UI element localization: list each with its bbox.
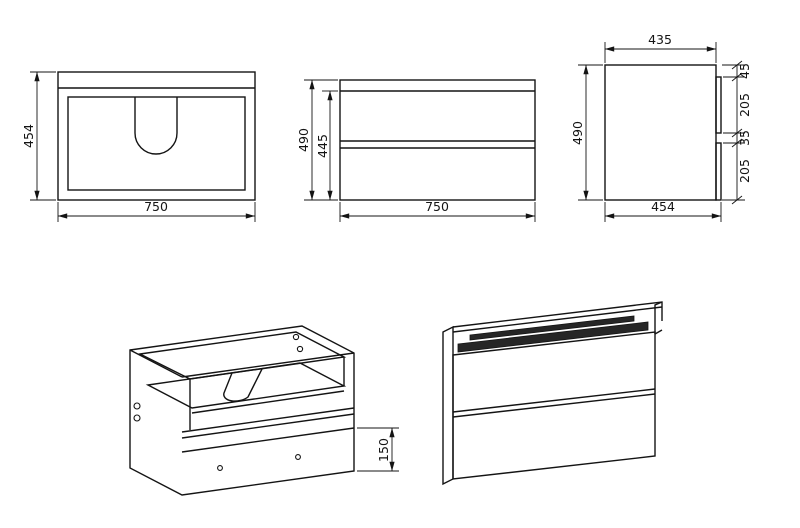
top-opening-shadow-inner	[469, 315, 635, 341]
drawer-front-edge-bottom	[715, 142, 722, 201]
dim-top-view-width: 750	[144, 199, 168, 214]
cam-hole	[292, 333, 300, 341]
iso-open-silhouette	[129, 325, 355, 496]
top-view: 454 750	[21, 71, 256, 222]
left-side-panel	[442, 325, 454, 486]
dim-side-view-height: 490	[570, 121, 585, 145]
side-view: 435 490 45 205 35 205 454	[570, 32, 752, 222]
isometric-open-view: 150	[129, 325, 399, 496]
screw-hole	[217, 465, 223, 471]
dim-front-view-height: 490	[296, 128, 311, 152]
dim-iso-drawer-height: 150	[376, 438, 391, 462]
cam-hole	[133, 414, 141, 422]
screw-hole	[295, 454, 301, 460]
dim-side-seg-1: 45	[737, 63, 752, 79]
basin-opening	[67, 96, 246, 191]
top-opening-shadow	[457, 321, 649, 353]
back-panel-top	[452, 301, 663, 328]
side-view-outline	[604, 64, 717, 201]
front-view-outline	[339, 79, 536, 201]
drawer-divider	[452, 388, 656, 413]
sink-cutout-iso	[223, 368, 263, 402]
drawer-front-edge-top	[715, 76, 722, 134]
dim-side-seg-4: 205	[737, 159, 752, 183]
cam-hole	[296, 345, 304, 353]
dim-front-view-inner-height: 445	[315, 134, 330, 158]
right-side-panel-top	[654, 301, 663, 334]
dim-side-view-bottom-depth: 454	[651, 199, 675, 214]
drawer-front-top-edge	[181, 427, 355, 453]
front-view: 490 445 750	[296, 79, 536, 222]
cam-hole	[133, 402, 141, 410]
dim-front-view-width: 750	[425, 199, 449, 214]
dim-side-view-top-depth: 435	[648, 32, 672, 47]
interior-shelf	[145, 362, 347, 409]
dim-top-view-height: 454	[21, 124, 36, 148]
top-view-outline	[57, 71, 256, 201]
isometric-front-view	[442, 301, 663, 486]
sink-cutout	[134, 97, 178, 155]
dim-side-seg-2: 205	[737, 93, 752, 117]
front-face	[452, 331, 656, 480]
dim-side-seg-3: 35	[737, 130, 752, 146]
